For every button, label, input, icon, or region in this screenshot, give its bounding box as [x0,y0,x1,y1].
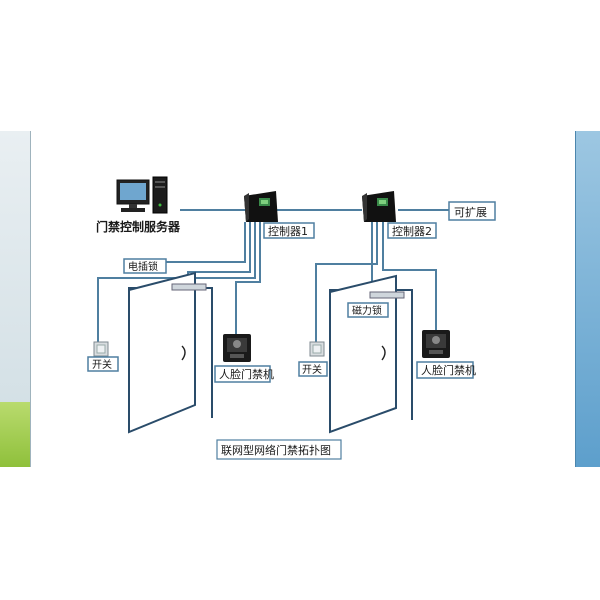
exit-button-icon [93,341,109,357]
left-side-green-band [0,402,30,467]
face-recognition-terminal-icon [422,330,450,358]
wire-c2-face2 [382,222,437,332]
controller1-label: 控制器1 [268,224,308,238]
expandable-label: 可扩展 [454,205,487,219]
face1-label-box [214,365,271,383]
face2-label-box [416,361,474,379]
lock2-label-box [347,302,389,318]
exit-button-icon [309,341,325,357]
face2-label: 人脸门禁机 [421,363,476,377]
switch2-label-box [298,361,328,377]
lock1-label: 电插锁 [128,260,158,273]
switch1-label-box [87,356,119,372]
lock2-label: 磁力锁 [352,304,382,317]
door-lock-icon [369,291,405,299]
diagram-caption: 联网型网络门禁拓扑图 [221,443,331,457]
switch1-label: 开关 [92,358,112,371]
caption-box [216,439,342,460]
face1-label: 人脸门禁机 [219,367,274,381]
wire-c2-switch2 [315,222,378,342]
switch2-label: 开关 [302,363,322,376]
door-lock-icon [171,283,207,291]
controller1-label-box [263,222,315,239]
server-label: 门禁控制服务器 [96,219,181,234]
expandable-box [448,201,496,221]
door-1 [128,271,213,434]
desktop-computer-icon [116,176,168,214]
access-controller-icon [244,191,278,222]
controller2-label-box [387,222,437,239]
face-recognition-terminal-icon [223,334,251,362]
lock1-label-box [123,258,167,274]
access-controller-icon [362,191,396,222]
door-2 [329,274,413,434]
wire-c1-face1 [235,222,261,336]
controller2-label: 控制器2 [392,224,432,238]
right-side-panel [575,131,600,467]
wire-c1-door1 [165,222,246,263]
